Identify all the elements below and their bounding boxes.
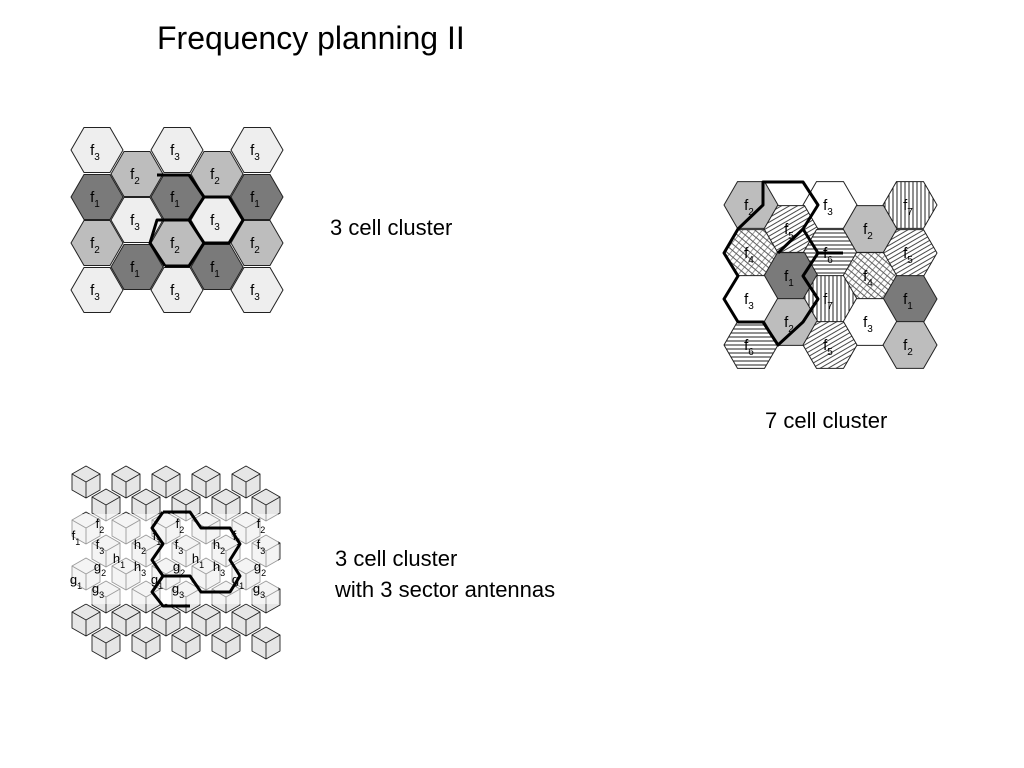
three-cell-cluster-diagram: f3 f3 f3 f2 f2 f1 f1 f1 f3 f3 f2 f2 f2 f1 f1 f3 f3 f3 [70,127,284,313]
sector-label: h1 [113,551,125,570]
hex-cell [70,220,124,266]
sector-label: g1 [70,572,82,591]
cell-label: f3 [90,142,100,163]
cell-label: f3 [863,314,873,335]
hex-cell [882,181,938,229]
cell-label: f2 [863,221,873,242]
cell-label: f2 [744,197,754,218]
seven-cell-caption: 7 cell cluster [765,408,888,433]
cell-label: f2 [903,337,913,358]
label-band [64,514,278,604]
cell-label: f6 [744,337,754,358]
hex-cell [802,321,858,369]
sector-label: f2 [176,516,185,535]
sector-label: f1 [72,528,81,547]
sector-caption-line1: 3 cell cluster [335,546,458,571]
hex-cell [882,321,938,369]
sector-label: g2 [173,559,185,578]
sector-label: g3 [253,581,265,600]
sector-label: f3 [175,537,184,556]
cluster-outline [148,173,245,268]
cell-label: f3 [250,142,260,163]
sector-label: h3 [213,559,225,578]
cell-label: f5 [903,245,913,266]
hex-cell [230,174,284,220]
cell-label: f2 [784,314,794,335]
sector-label: f3 [96,537,105,556]
cell-label: f2 [250,235,260,256]
cell-label: f5 [823,337,833,358]
cell-label: f1 [250,189,260,210]
sector-label: h2 [213,537,225,556]
cell-label: f1 [784,268,794,289]
sector-label: g2 [254,559,266,578]
sector-label: f2 [96,516,105,535]
hex-cell [230,127,284,173]
hex-cell [190,244,244,290]
sector-cluster-diagram: f2 f1 f3 g2 h1 g1 g3 h2 h3 f2 f1 f3 g2 h1 g1 g3 h2 h3 f2 f1… [64,465,281,660]
sector-label: g1 [151,572,163,591]
cell-label: f1 [170,189,180,210]
hex-cell [150,267,204,313]
cell-label: f7 [903,197,913,218]
cell-label: f3 [823,197,833,218]
sector-label: h3 [134,559,146,578]
cell-label: f3 [170,282,180,303]
cell-label: f2 [170,235,180,256]
hex-cell [230,220,284,266]
sector-label: f2 [257,516,266,535]
cell-label: f1 [130,259,140,280]
slide-title: Frequency planning II [157,20,465,56]
sector-label: f1 [233,528,242,547]
cell-label: f3 [210,212,220,233]
sector-label: g2 [94,559,106,578]
sector-label: f3 [257,537,266,556]
hex-cell [70,127,124,173]
cell-label: f1 [90,189,100,210]
cell-label: f7 [823,291,833,312]
sector-label: g3 [172,581,184,600]
cell-label: f3 [90,282,100,303]
cell-label: f3 [250,282,260,303]
cell-label: f3 [744,291,754,312]
cell-label: f2 [130,166,140,187]
hex-cell [110,151,164,197]
sector-caption-line2: with 3 sector antennas [335,577,556,602]
cell-label: f2 [90,235,100,256]
hex-cell [150,127,204,173]
cell-label: f5 [784,221,794,242]
sector-label: h2 [134,537,146,556]
cell-label: f1 [903,291,913,312]
cluster-outline [150,510,242,608]
three-cell-caption: 3 cell cluster [330,215,453,240]
sector-label: g1 [232,572,244,591]
cell-label: f2 [210,166,220,187]
sector-label: h1 [192,551,204,570]
sector-label: g3 [92,581,104,600]
cell-label: f4 [744,245,754,266]
hex-cell [70,174,124,220]
cluster-outline [722,180,843,347]
cell-label: f3 [170,142,180,163]
cell-label: f1 [210,259,220,280]
hex-cell [70,267,124,313]
hex-cell [230,267,284,313]
sector-label: f1 [153,528,162,547]
cell-label: f3 [130,212,140,233]
cell-label: f4 [863,268,873,289]
